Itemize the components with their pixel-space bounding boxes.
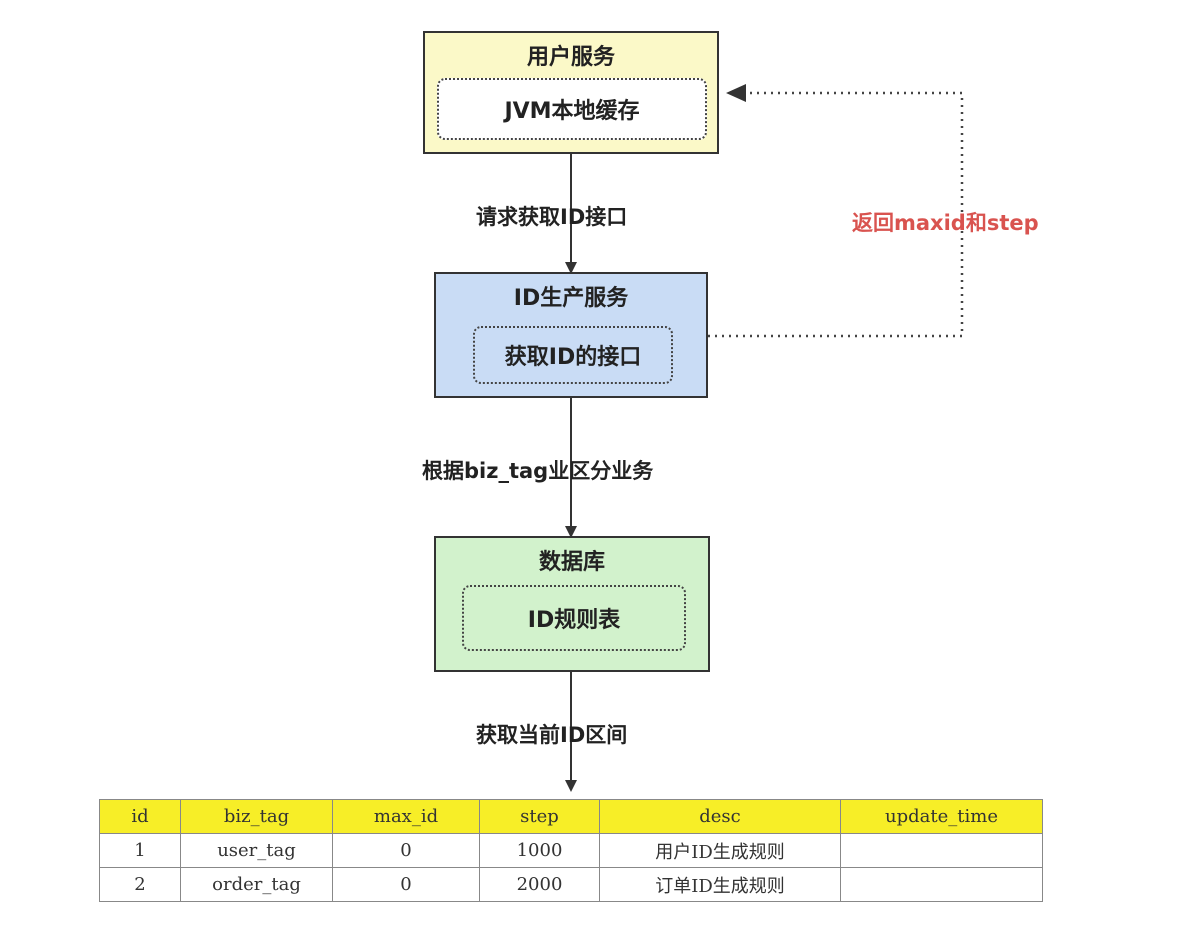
cell-update-time	[840, 867, 1043, 902]
user-service-title: 用户服务	[526, 45, 615, 70]
return-dotted-connector	[708, 91, 964, 338]
user-service-box: 用户服务 JVM本地缓存	[423, 31, 719, 154]
id-service-title: ID生产服务	[513, 286, 629, 311]
cell-id: 2	[99, 867, 181, 902]
table-row: 1 user_tag 0 1000 用户ID生成规则	[99, 833, 1043, 868]
database-box: 数据库 ID规则表	[434, 536, 710, 672]
label-by-biz-tag: 根据biz_tag业区分业务	[422, 459, 654, 483]
table-row: 2 order_tag 0 2000 订单ID生成规则	[99, 867, 1043, 902]
database-title: 数据库	[538, 550, 605, 575]
label-request-id-interface: 请求获取ID接口	[476, 205, 628, 229]
cell-id: 1	[99, 833, 181, 868]
id-rule-table: id biz_tag max_id step desc update_time …	[99, 799, 1043, 902]
header-id: id	[99, 799, 181, 834]
id-service-box: ID生产服务 获取ID的接口	[434, 272, 708, 398]
cell-max-id: 0	[332, 833, 480, 868]
header-desc: desc	[599, 799, 841, 834]
cell-step: 2000	[479, 867, 600, 902]
jvm-cache-box: JVM本地缓存	[437, 78, 707, 140]
cell-max-id: 0	[332, 867, 480, 902]
table-header-row: id biz_tag max_id step desc update_time	[99, 799, 1043, 834]
header-step: step	[479, 799, 600, 834]
cell-biz-tag: user_tag	[180, 833, 333, 868]
header-max-id: max_id	[332, 799, 480, 834]
get-id-interface-box: 获取ID的接口	[473, 326, 673, 384]
cell-desc: 订单ID生成规则	[599, 867, 841, 902]
cell-update-time	[840, 833, 1043, 868]
cell-biz-tag: order_tag	[180, 867, 333, 902]
label-get-current-range: 获取当前ID区间	[476, 723, 628, 747]
label-return-maxid-step: 返回maxid和step	[852, 211, 1039, 235]
header-biz-tag: biz_tag	[180, 799, 333, 834]
cell-step: 1000	[479, 833, 600, 868]
return-arrowhead	[726, 84, 746, 102]
cell-desc: 用户ID生成规则	[599, 833, 841, 868]
header-update-time: update_time	[840, 799, 1043, 834]
id-rule-table-box: ID规则表	[462, 585, 686, 651]
